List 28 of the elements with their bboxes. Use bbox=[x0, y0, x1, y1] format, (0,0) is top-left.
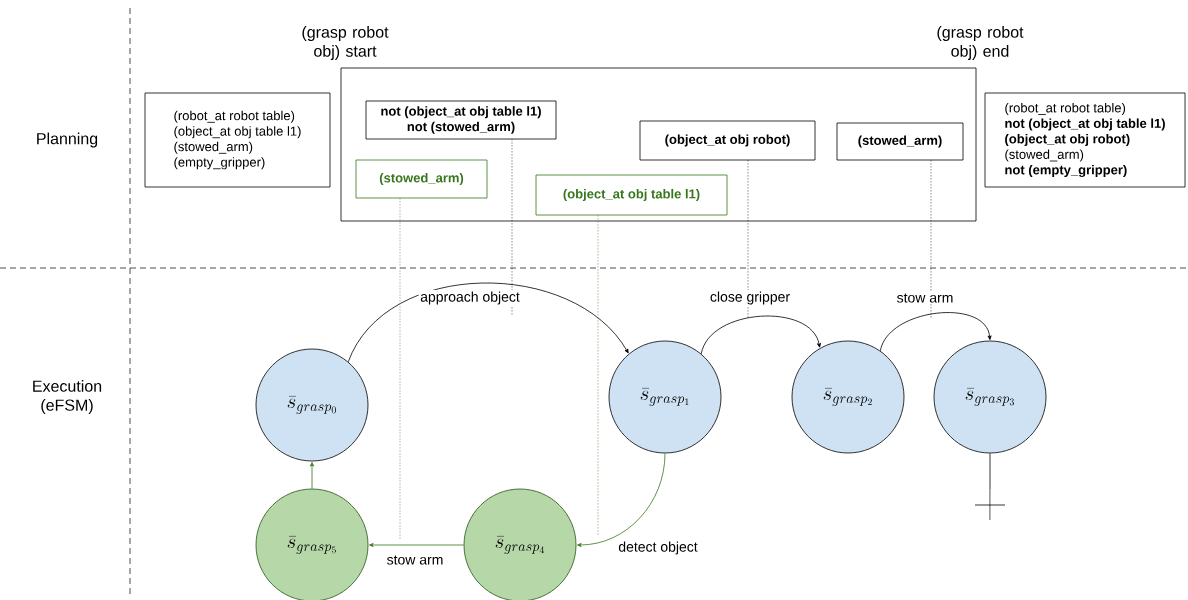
state-box: (robot_at robot table) not (object_at obj table l1) (object_at obj robot) (stowed_arm) not (empty_gripper) bbox=[984, 92, 1186, 188]
row-label: Planning bbox=[37, 132, 98, 148]
state-box: (robot_at robot table) (object_at obj table l1) (stowed_arm) (empty_gripper) bbox=[144, 92, 331, 188]
leader-line bbox=[747, 160, 749, 319]
edge-label: close gripper bbox=[708, 290, 792, 307]
predicate-box: not (object_at obj table l1) not (stowed_arm) bbox=[365, 100, 557, 140]
arrow bbox=[700, 315, 821, 355]
leader-line bbox=[399, 198, 401, 541]
arrow bbox=[310, 462, 314, 489]
predicate-box: (object_at obj robot) bbox=[639, 120, 816, 161]
action-heading: (grasp robot obj) start bbox=[302, 26, 389, 60]
edge-label: stow arm bbox=[895, 291, 955, 305]
edge-label: approach object bbox=[418, 290, 522, 307]
predicate-box: (object_at obj table l1) bbox=[535, 174, 728, 216]
edge-label: stow arm bbox=[385, 553, 445, 567]
action-heading: (grasp robot obj) end bbox=[937, 26, 1024, 60]
leader-line bbox=[930, 160, 932, 319]
arrow bbox=[369, 543, 464, 547]
leader-line bbox=[597, 215, 599, 536]
arrow bbox=[879, 312, 992, 352]
predicate-box: (stowed_arm) bbox=[355, 159, 488, 199]
edge-label: detect object bbox=[616, 540, 700, 557]
final-state-marker bbox=[975, 490, 1005, 520]
arrow bbox=[577, 453, 666, 547]
predicate-box: (stowed_arm) bbox=[836, 122, 964, 161]
arrow bbox=[347, 282, 629, 363]
row-label: Execution (eFSM) bbox=[33, 380, 102, 414]
leader-line bbox=[511, 139, 513, 316]
